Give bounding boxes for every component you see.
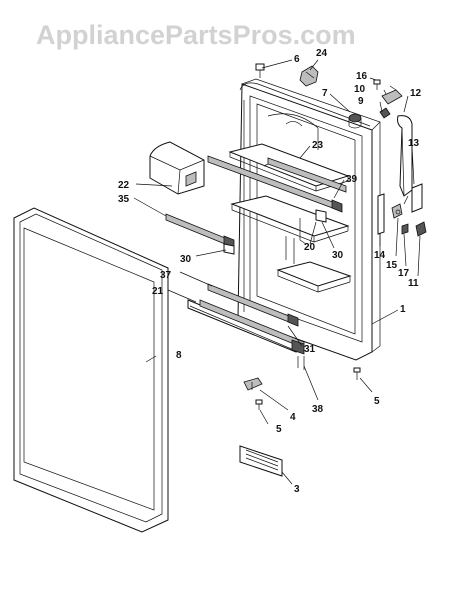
callout-23: 23 xyxy=(312,140,324,151)
plug-7 xyxy=(348,113,362,129)
callout-labels: 6 24 7 16 10 9 12 13 23 39 22 35 20 30 3… xyxy=(118,48,422,495)
callout-39: 39 xyxy=(346,174,358,185)
leader-lines xyxy=(133,59,421,485)
callout-12: 12 xyxy=(410,88,422,99)
callout-4: 4 xyxy=(290,412,296,423)
callout-8: 8 xyxy=(176,350,182,361)
callout-16: 16 xyxy=(356,71,368,82)
callout-9: 9 xyxy=(358,96,364,107)
callout-14: 14 xyxy=(374,250,386,261)
bracket-20 xyxy=(299,209,327,245)
clip-30-left xyxy=(223,243,235,255)
handle-cap-10 xyxy=(381,85,403,105)
callout-37: 37 xyxy=(160,270,172,281)
callout-1: 1 xyxy=(400,304,406,315)
callout-13: 13 xyxy=(408,138,420,149)
hinge-pin-4 xyxy=(243,377,263,391)
callout-5-right: 5 xyxy=(374,396,380,407)
door-gasket-8 xyxy=(13,207,169,533)
shelf-middle xyxy=(230,195,350,264)
screw-5-bottom xyxy=(255,399,263,410)
callout-22: 22 xyxy=(118,180,130,191)
callout-38: 38 xyxy=(312,404,324,415)
clip-9 xyxy=(379,107,391,119)
watermark-text: AppliancePartsPros.com xyxy=(36,20,356,50)
shelf-top xyxy=(228,143,350,192)
shelf-lower xyxy=(276,261,352,293)
callout-11: 11 xyxy=(408,278,419,289)
callout-17: 17 xyxy=(398,268,410,279)
retainer-bar-35 xyxy=(165,213,235,249)
retainer-bar-39 xyxy=(207,155,343,213)
trim-13 xyxy=(411,183,423,213)
screw-16 xyxy=(373,79,381,90)
callout-30-right: 30 xyxy=(332,250,344,261)
callout-7: 7 xyxy=(322,88,328,99)
callout-35: 35 xyxy=(118,194,130,205)
callout-21: 21 xyxy=(152,286,164,297)
callout-15: 15 xyxy=(386,260,398,271)
screw-6 xyxy=(255,63,265,78)
spacer-15 xyxy=(391,203,403,219)
handle-12 xyxy=(397,115,413,197)
callout-24: 24 xyxy=(316,48,328,59)
door-stop-24 xyxy=(299,65,319,87)
callout-10: 10 xyxy=(354,84,366,95)
callout-20: 20 xyxy=(304,242,316,253)
callout-5-bottom: 5 xyxy=(276,424,282,435)
cap-11 xyxy=(415,221,427,237)
screw-5-right xyxy=(353,367,361,380)
callout-3: 3 xyxy=(294,484,300,495)
bracket-14 xyxy=(377,193,385,235)
retainer-bar-23 xyxy=(263,157,347,193)
butter-compartment-cover-22 xyxy=(149,141,205,195)
callout-6: 6 xyxy=(294,54,300,65)
callout-30-left: 30 xyxy=(180,254,192,265)
retainer-bar-37 xyxy=(207,283,299,327)
grille-3 xyxy=(239,445,283,477)
screw-17 xyxy=(401,223,409,235)
callout-31: 31 xyxy=(304,344,316,355)
